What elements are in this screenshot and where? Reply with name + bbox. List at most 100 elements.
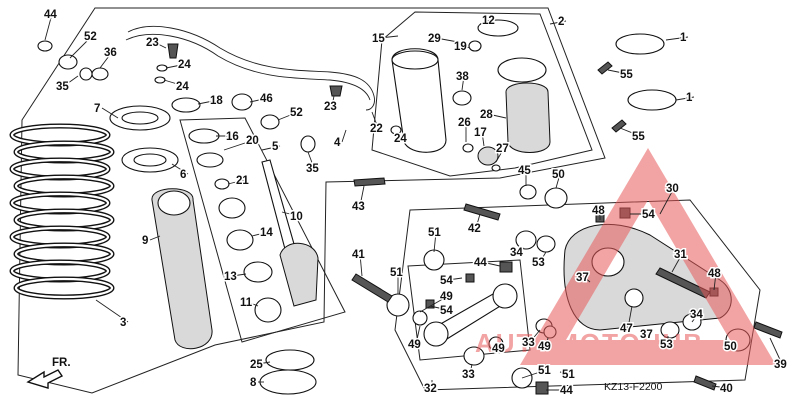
- part-label-39: 39: [774, 359, 787, 371]
- leader-line-p49d: [495, 347, 501, 351]
- leader-line-p54c: [429, 305, 449, 311]
- leader-line-p48b: [713, 272, 717, 291]
- leader-line-p28: [487, 113, 507, 119]
- bolt-43: [353, 177, 386, 187]
- part-label-37: 37: [640, 329, 653, 341]
- part-label-31: 31: [674, 249, 687, 261]
- seal-52a: [58, 54, 78, 70]
- part-label-24: 24: [178, 59, 191, 71]
- part-label-19: 19: [454, 41, 467, 53]
- part-label-55: 55: [632, 131, 645, 143]
- stopper-19: [468, 40, 482, 52]
- part-label-46: 46: [260, 93, 273, 105]
- leader-line-p3: [95, 299, 129, 323]
- part-label-24: 24: [176, 81, 189, 93]
- leader-line-p40: [711, 385, 729, 389]
- leader-line-p14: [251, 231, 269, 237]
- part-label-44: 44: [560, 385, 573, 397]
- part-label-22: 22: [370, 123, 383, 135]
- part-label-23: 23: [324, 101, 337, 113]
- leader-line-p33b: [469, 363, 473, 375]
- bolt-39: [753, 321, 783, 339]
- part-label-12: 12: [482, 15, 495, 27]
- part-label-33: 33: [462, 369, 475, 381]
- leader-line-p11: [247, 301, 259, 307]
- reservoir-parts: [391, 19, 677, 172]
- leader-line-p21: [227, 179, 245, 185]
- leader-line-p35b: [307, 151, 315, 169]
- part-label-1: 1: [686, 92, 693, 104]
- part-label-1: 1: [680, 32, 687, 44]
- linkage-frame: [394, 199, 761, 391]
- leader-line-p35a: [63, 75, 79, 87]
- clip-27: [491, 164, 501, 172]
- leader-line-p52a: [69, 35, 93, 59]
- nut-44c: [535, 381, 549, 395]
- leader-line-p25: [257, 361, 271, 365]
- leader-lines: [44, 13, 783, 391]
- leader-line-p24a: [165, 63, 187, 69]
- leader-line-p23a: [153, 41, 167, 49]
- nut-54b: [465, 273, 475, 283]
- part-label-51: 51: [538, 365, 551, 377]
- leader-line-p52b: [277, 111, 299, 121]
- part-label-14: 14: [260, 227, 273, 239]
- leader-line-p39: [769, 337, 783, 365]
- leader-line-p18: [197, 99, 219, 105]
- part-label-48: 48: [592, 205, 605, 217]
- leader-line-p15: [379, 35, 399, 39]
- part-label-6: 6: [180, 169, 186, 181]
- shock-eye-9: [157, 190, 191, 216]
- band-1b: [627, 89, 677, 111]
- leader-line-p29: [435, 37, 459, 43]
- cap-12: [477, 19, 519, 37]
- front-arrow-icon: [26, 369, 64, 389]
- part-label-33: 33: [522, 337, 535, 349]
- part-label-4: 4: [334, 137, 341, 149]
- leader-line-p31: [671, 253, 683, 273]
- part-label-16: 16: [226, 131, 239, 143]
- washer-24a: [156, 64, 168, 72]
- bearing-53b: [660, 321, 680, 339]
- seal-52b: [260, 114, 280, 130]
- damper-eye-10: [279, 242, 319, 307]
- seal-cap-16: [188, 128, 220, 144]
- collar-46: [231, 93, 253, 111]
- leader-line-p2: [549, 20, 567, 25]
- leader-line-p30: [659, 187, 675, 215]
- part-label-37: 37: [576, 272, 589, 284]
- washer-36: [91, 67, 109, 81]
- part-label-15: 15: [372, 33, 385, 45]
- part-label-51: 51: [562, 369, 575, 381]
- collar-49b: [488, 336, 504, 352]
- watermark: AUTOMOTOHUB: [475, 148, 776, 365]
- part-label-43: 43: [352, 201, 365, 213]
- leader-line-p34a: [517, 247, 525, 253]
- part-label-26: 26: [458, 117, 471, 129]
- leader-line-p23b: [331, 95, 335, 107]
- leader-line-p49b: [415, 325, 421, 345]
- clip-21: [214, 178, 230, 190]
- part-label-21: 21: [236, 175, 249, 187]
- shock-parts: [37, 26, 402, 395]
- part-label-35: 35: [56, 81, 69, 93]
- leader-line-p47: [627, 305, 633, 329]
- part-label-44: 44: [474, 257, 487, 269]
- tie-rod-eye-32b: [492, 283, 518, 309]
- leader-line-p54b: [447, 277, 463, 281]
- part-label-29: 29: [428, 33, 441, 45]
- bump-rubber-14: [226, 229, 254, 251]
- leader-line-p27: [495, 147, 505, 163]
- adjuster-17: [477, 146, 499, 166]
- part-label-45: 45: [518, 165, 531, 177]
- hose-4: [127, 26, 375, 111]
- watermark-text: AUTOMOTOHUB: [475, 328, 704, 358]
- leader-line-p1b: [675, 96, 695, 101]
- leader-line-p7: [101, 107, 119, 119]
- leader-line-p43: [359, 185, 365, 207]
- locknut-7-inner: [121, 111, 159, 125]
- bolt-23a: [167, 43, 179, 59]
- bushing-35b: [300, 135, 316, 153]
